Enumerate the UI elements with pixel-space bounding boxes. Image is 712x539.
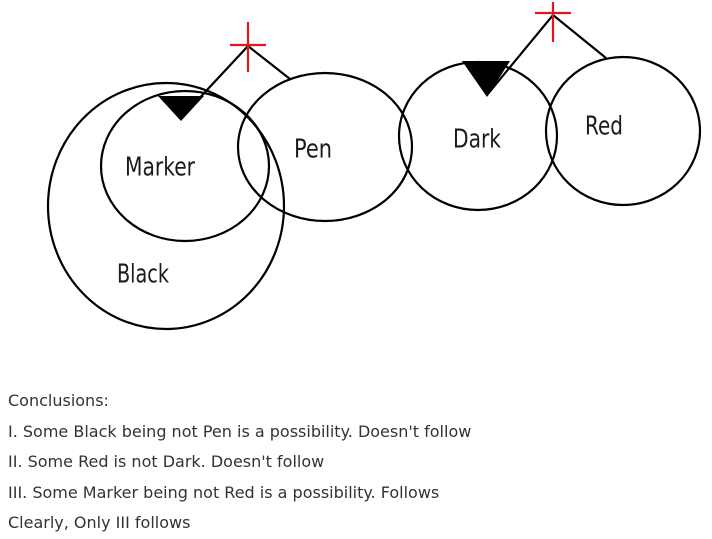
black-circle [46,81,286,331]
marker-label: Marker [125,153,195,183]
black-label: Black [117,260,169,290]
marker-circle [99,89,271,243]
marker-pen-connector [179,44,291,120]
conclusion-line: I. Some Black being not Pen is a possibi… [8,421,472,441]
conclusion-line: III. Some Marker being not Red is a poss… [8,482,440,502]
pen-circle [236,71,414,223]
pen-label: Pen [294,135,332,165]
conclusion-line: II. Some Red is not Dark. Doesn't follow [8,452,325,471]
dark-label: Dark [453,125,501,155]
marker-pen-cross-icon [230,22,266,72]
dark-possibility-triangle [462,61,510,97]
marker-possibility-triangle [158,96,204,121]
conclusions-heading: Conclusions: [8,391,109,410]
dark-red-cross-icon [535,2,571,42]
dark-red-connector [486,13,607,96]
conclusions-text: Conclusions: I. Some Black being not Pen… [8,386,708,539]
red-label: Red [585,112,623,142]
final-answer: Clearly, Only III follows [8,513,191,532]
venn-diagram: Black Marker Pen Dark Red [46,2,702,331]
red-circle [544,55,702,207]
